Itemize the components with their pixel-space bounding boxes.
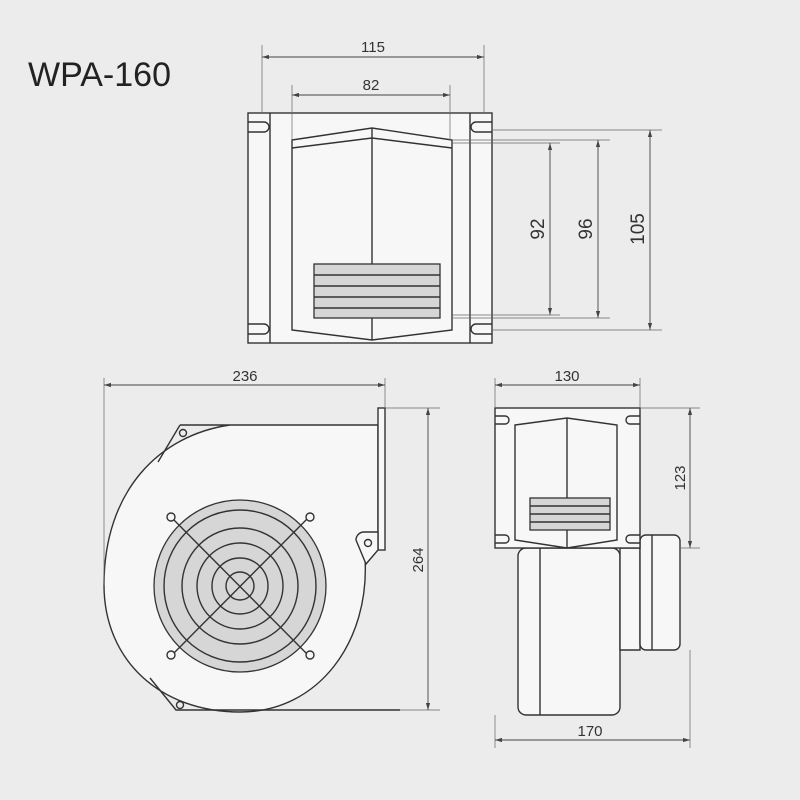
front-dimensions [261,45,662,331]
dim-height-105: 105 [628,213,649,245]
dim-end-total-width: 170 [577,723,602,740]
dim-height-92: 92 [528,218,549,239]
dim-side-height: 264 [410,547,427,572]
end-view [494,407,681,716]
front-view [247,112,493,344]
dim-end-height: 123 [672,465,689,490]
side-dimensions [103,378,440,711]
dim-front-inner-width: 82 [363,77,380,94]
side-view [103,407,400,713]
dim-side-width: 236 [232,368,257,385]
dim-end-width: 130 [554,368,579,385]
end-dimensions [494,378,700,748]
dim-front-width: 115 [361,39,385,56]
model-title: WPA-160 [28,56,171,94]
dim-height-96: 96 [576,218,597,239]
